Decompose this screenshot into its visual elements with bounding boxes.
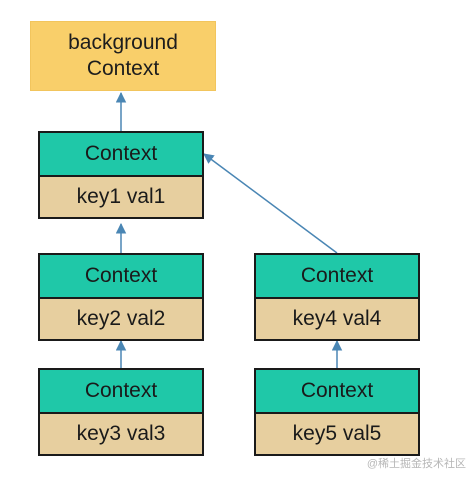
context-node-3: Context key3 val3 <box>38 368 204 456</box>
key-value-label: key5 val5 <box>254 413 420 456</box>
key-value-label: key4 val4 <box>254 298 420 341</box>
watermark: @稀土掘金技术社区 <box>366 458 466 470</box>
background-context-box: background Context <box>30 21 216 91</box>
context-label: Context <box>38 368 204 413</box>
top-cropped-text: · · · · · · · · · · · · · · · · · · · · … <box>60 0 390 3</box>
context-label: Context <box>254 253 420 298</box>
context-node-2: Context key2 val2 <box>38 253 204 341</box>
root-label-line1: background <box>68 31 178 54</box>
arrow-node4-to-node1 <box>203 153 338 254</box>
context-label: Context <box>38 131 204 176</box>
key-value-label: key2 val2 <box>38 298 204 341</box>
context-node-5: Context key5 val5 <box>254 368 420 456</box>
context-node-1: Context key1 val1 <box>38 131 204 219</box>
context-label: Context <box>38 253 204 298</box>
key-value-label: key1 val1 <box>38 176 204 219</box>
context-label: Context <box>254 368 420 413</box>
context-node-4: Context key4 val4 <box>254 253 420 341</box>
root-label-line2: Context <box>86 57 160 80</box>
key-value-label: key3 val3 <box>38 413 204 456</box>
